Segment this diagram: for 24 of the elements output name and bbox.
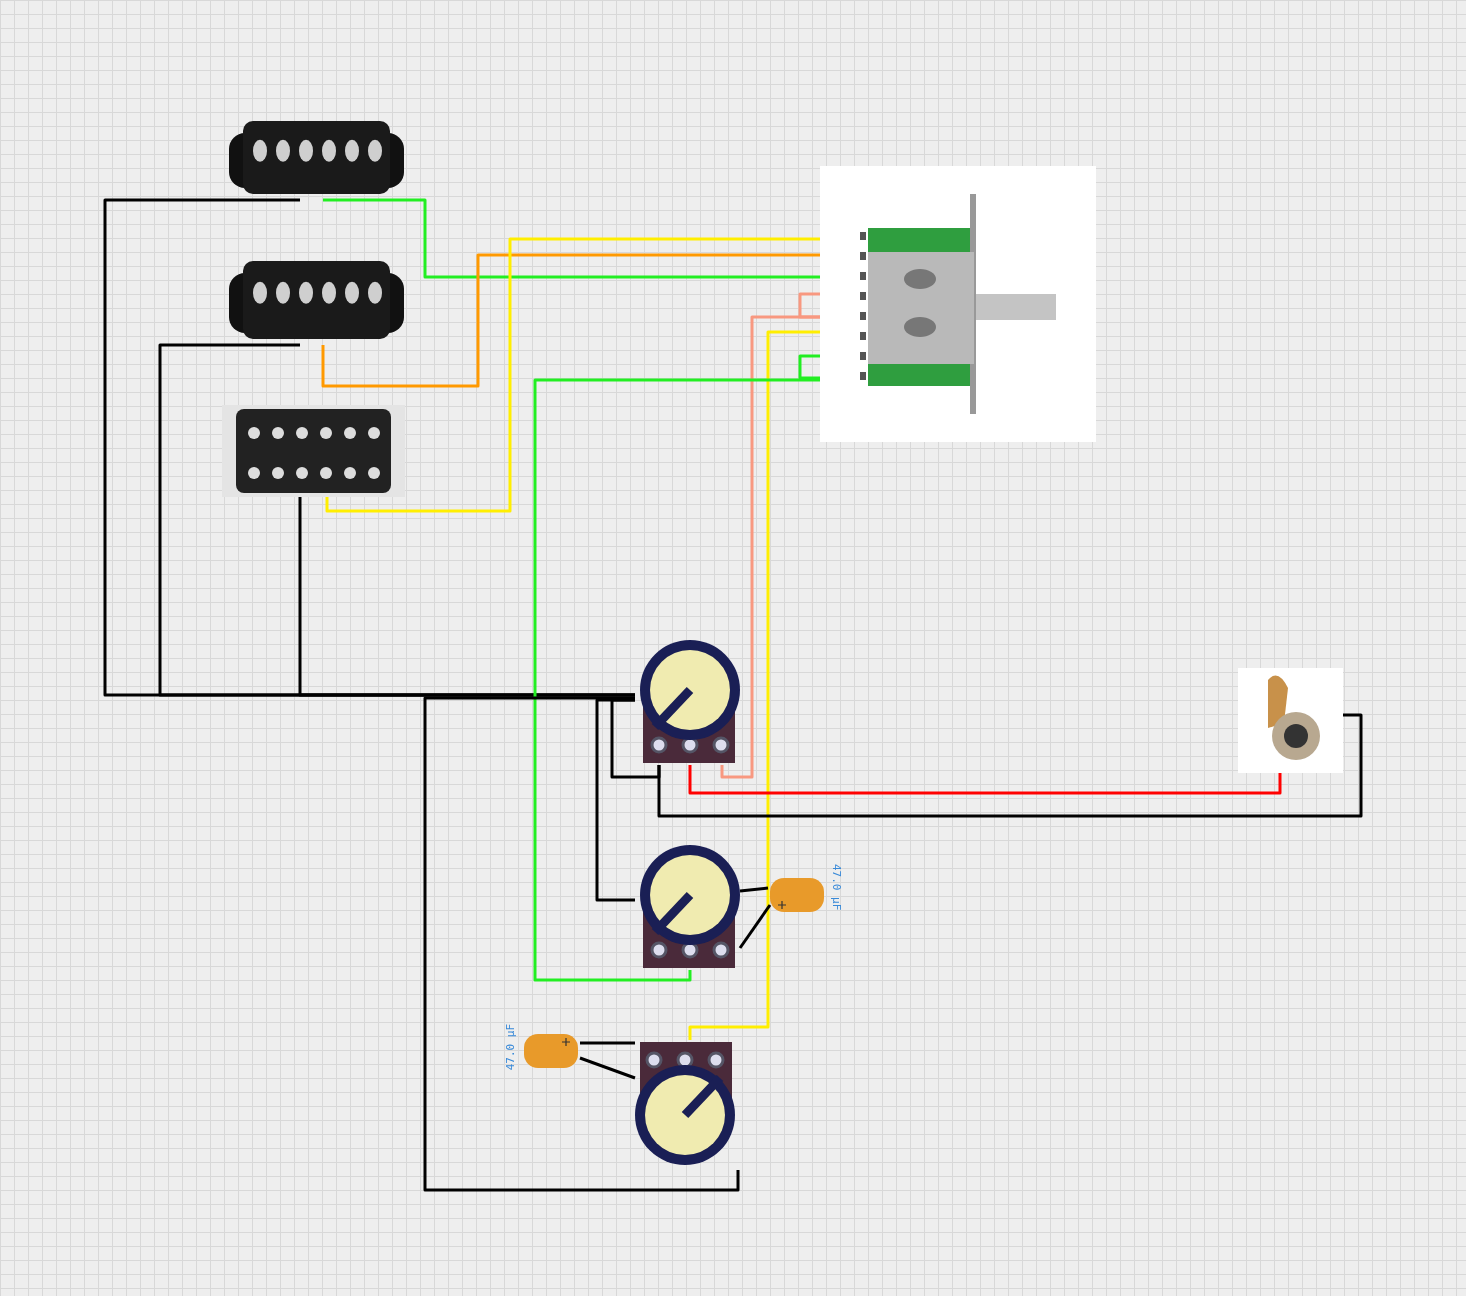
- jack-drawing: [1238, 668, 1343, 773]
- wire: [423, 696, 740, 1192]
- wire: [595, 698, 635, 902]
- capacitor-drawing: [768, 876, 826, 914]
- wire: [610, 698, 661, 779]
- wire: [325, 237, 820, 513]
- wire: [579, 1056, 636, 1080]
- humbucker-drawing: [222, 405, 405, 497]
- capacitance-label: 47.0 µF: [830, 864, 843, 911]
- capacitance-label: 47.0 µF: [504, 1024, 517, 1071]
- wire: [798, 354, 820, 380]
- wire: [298, 497, 635, 697]
- wire: [688, 330, 820, 1040]
- wire: [323, 198, 820, 279]
- wire: [321, 253, 820, 388]
- wire: [580, 1041, 635, 1045]
- wire: [533, 378, 820, 982]
- wire: [738, 904, 772, 949]
- wire: [657, 713, 1363, 818]
- wire: [798, 292, 820, 319]
- wire: [739, 886, 769, 893]
- capacitor-drawing: [522, 1032, 580, 1070]
- wire: [688, 765, 1282, 795]
- switch-drawing: [820, 166, 1096, 442]
